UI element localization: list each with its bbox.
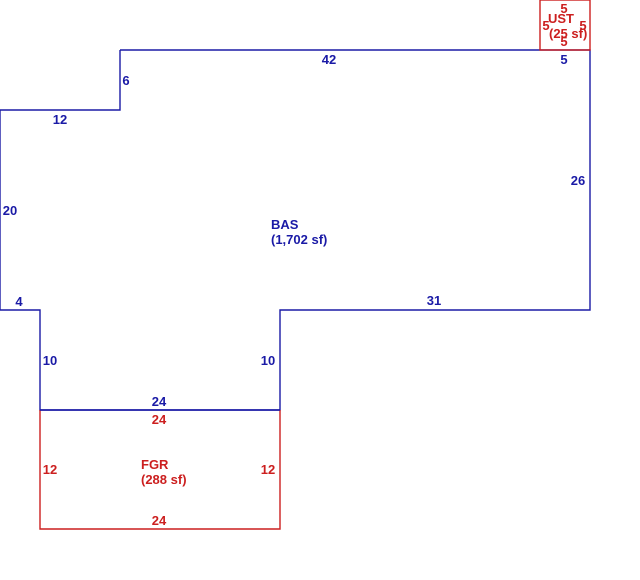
bas-dim-step: 6 bbox=[122, 73, 129, 88]
bas-area-code: BAS bbox=[271, 217, 299, 232]
ust-dim-right: 5 bbox=[579, 18, 586, 33]
bas-dim-left: 20 bbox=[3, 203, 17, 218]
bas-dim-right-lower: 31 bbox=[427, 293, 441, 308]
ust-dim-top: 5 bbox=[560, 1, 567, 16]
bas-dim-top: 42 bbox=[322, 52, 336, 67]
ust-area-size: (25 sf) bbox=[549, 26, 587, 41]
bas-dim-bottom: 24 bbox=[152, 394, 167, 409]
bas-dim-lower-left: 10 bbox=[43, 353, 57, 368]
fgr-dim-top: 24 bbox=[152, 412, 167, 427]
ust-outline bbox=[539, 0, 591, 51]
bas-dim-left-upper: 12 bbox=[53, 112, 67, 127]
fgr-area-code: FGR bbox=[141, 457, 169, 472]
bas-dim-right: 26 bbox=[571, 173, 585, 188]
bas-area-size: (1,702 sf) bbox=[271, 232, 327, 247]
bas-dim-left-lower: 4 bbox=[15, 294, 23, 309]
ust-dim-bottom: 5 bbox=[560, 34, 567, 49]
fgr-outline bbox=[39, 410, 281, 530]
fgr-dim-left: 12 bbox=[43, 462, 57, 477]
ust-area-code: UST bbox=[548, 11, 574, 26]
fgr-dim-right: 12 bbox=[261, 462, 275, 477]
bas-dim-top-right: 5 bbox=[560, 52, 567, 67]
fgr-area-size: (288 sf) bbox=[141, 472, 187, 487]
ust-dim-left: 5 bbox=[542, 18, 549, 33]
fgr-dim-bottom: 24 bbox=[152, 513, 167, 528]
bas-dim-lower-right: 10 bbox=[261, 353, 275, 368]
